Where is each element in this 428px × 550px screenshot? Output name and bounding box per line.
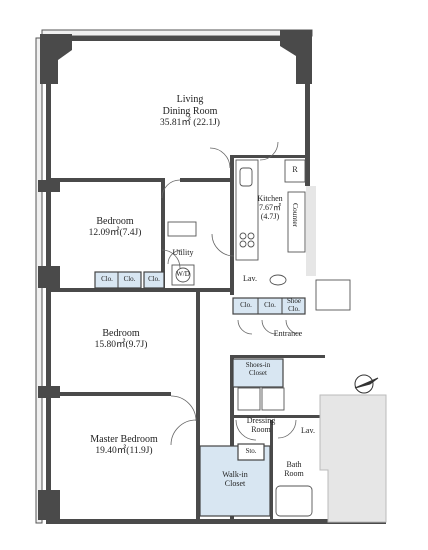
fridge-label: R (292, 165, 298, 174)
balcony-strip-top (41, 29, 313, 37)
washer-label: W/D (176, 270, 190, 278)
terrace (319, 394, 387, 523)
entrance-label: Entrance (273, 329, 303, 338)
living-label: Living Dining Room 35.81㎡ (22.1J) (160, 94, 220, 128)
closet-label: Clo. (264, 301, 276, 309)
interior-walls (51, 155, 325, 522)
compass-icon (354, 374, 379, 394)
shoes-closet-label: Shoes-in Closet (245, 361, 271, 377)
counter-label: Counter (291, 203, 300, 228)
closet-label: Clo. (240, 301, 252, 309)
door-swings (161, 141, 301, 446)
storage-label: Sto. (245, 447, 257, 455)
master-bedroom-label: Master Bedroom 19.40㎡(11.9J) (90, 434, 158, 456)
closet-label: Clo. (123, 275, 136, 283)
lav-label-1: Lav. (243, 274, 257, 283)
shoe-closet-label: Shoe Clo. (287, 297, 301, 313)
dressing-room-label: Dressing Room (246, 416, 276, 435)
bedroom2-label: Bedroom 15.80㎡(9.7J) (94, 328, 148, 350)
bedroom1-label: Bedroom 12.09㎡(7.4J) (88, 216, 142, 238)
closet-label: Clo. (148, 275, 160, 283)
shaft (306, 186, 316, 276)
closet-label: Clo. (101, 275, 113, 283)
bath-room-label: Bath Room (284, 460, 304, 479)
lav-label-2: Lav. (301, 426, 315, 435)
utility-label: Utility (172, 248, 194, 257)
walk-in-closet-label: Walk-in Closet (222, 470, 248, 489)
closet-dividers (117, 272, 283, 314)
kitchen-label: Kitchen 7.67㎡ (4.7J) (257, 194, 283, 222)
closets (94, 271, 306, 517)
fixtures (167, 159, 351, 517)
